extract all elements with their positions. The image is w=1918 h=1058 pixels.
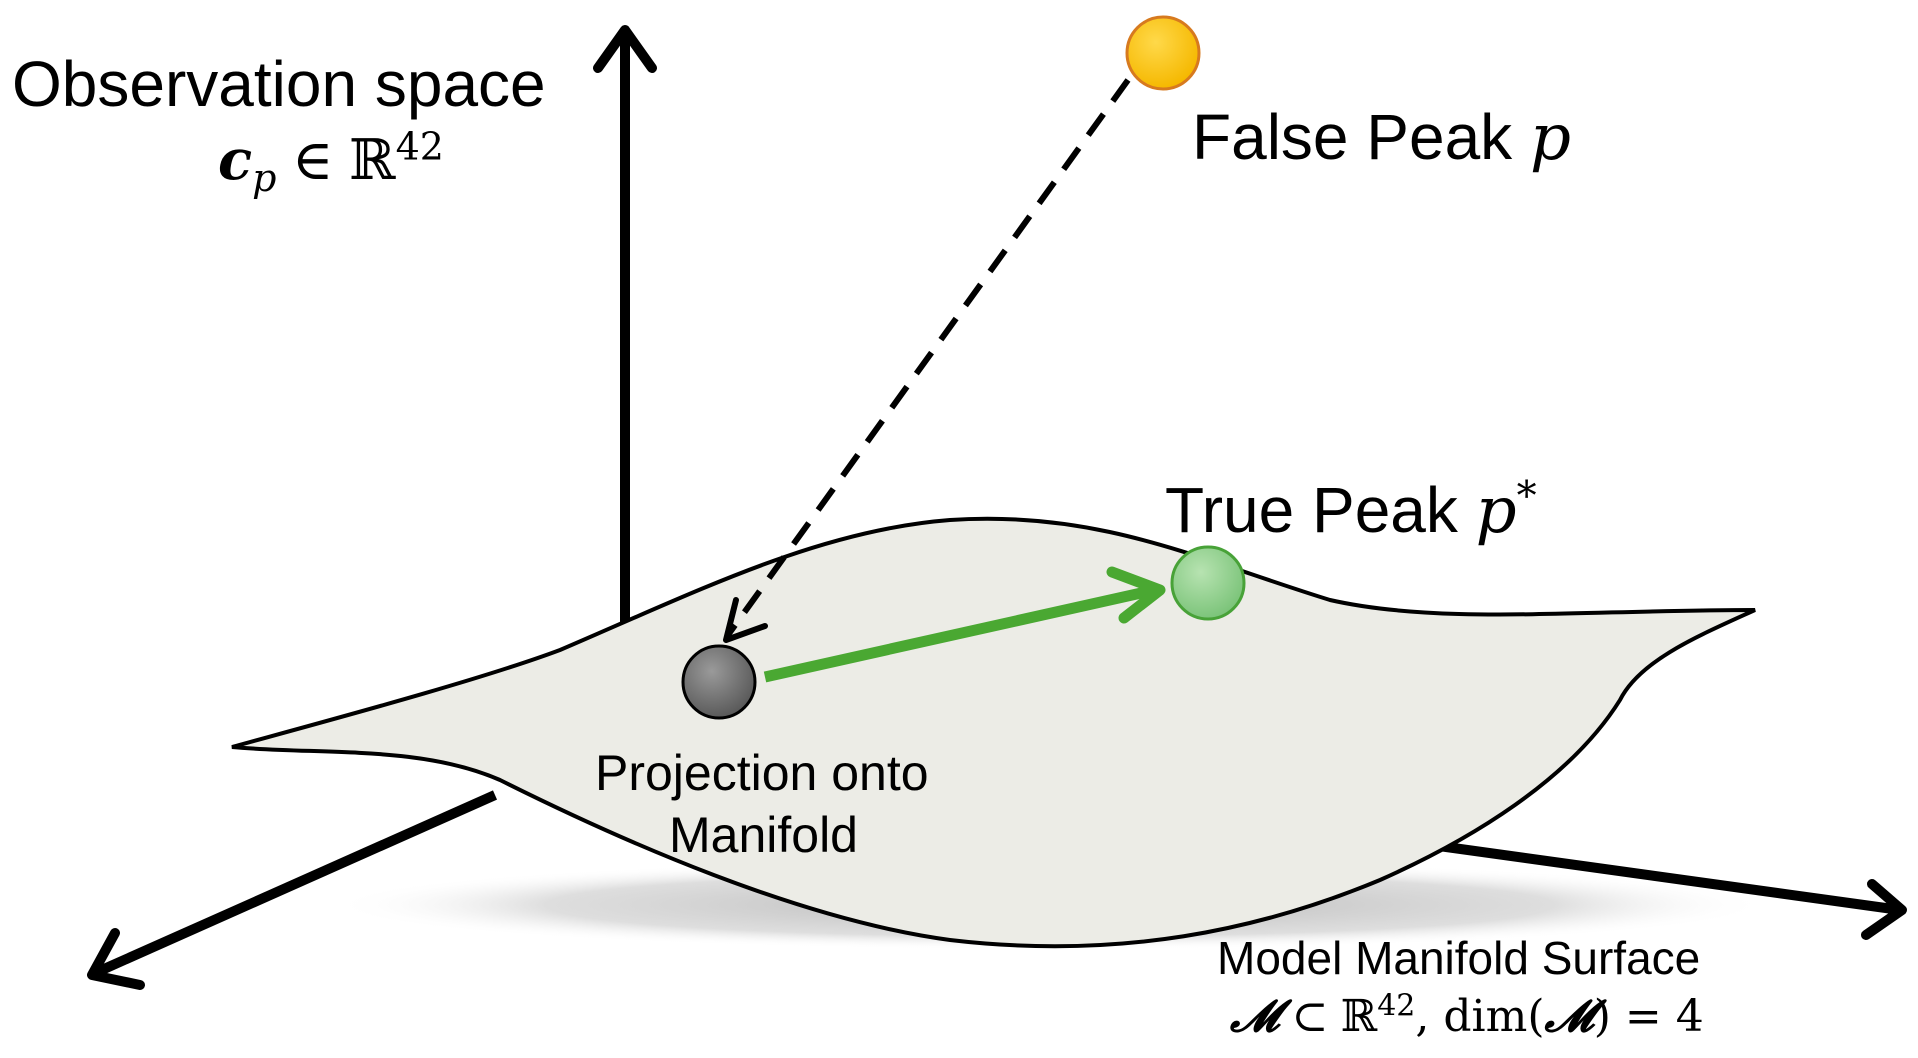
true-peak-superscript: * xyxy=(1516,473,1537,520)
dim-close-text: ) = 4 xyxy=(1593,991,1704,1042)
real-space-exponent: 42 xyxy=(395,124,444,169)
projection-label-line2: Manifold xyxy=(669,807,858,863)
projection-dashed-arrow xyxy=(723,78,1131,643)
projection-label-line1: Projection onto xyxy=(595,745,929,801)
true-peak-point xyxy=(1170,545,1246,621)
true-peak-text: True Peak xyxy=(1165,474,1458,546)
false-peak-symbol: p xyxy=(1529,101,1571,175)
observation-space-title: Observation space xyxy=(12,48,546,120)
true-peak-label: True Peak p* xyxy=(1165,477,1537,543)
manifold-space-exponent: 42 xyxy=(1377,988,1416,1024)
manifold-symbol: 𝓜 xyxy=(1230,991,1280,1042)
vertical-axis xyxy=(593,25,657,640)
element-of-symbol: ∈ xyxy=(292,128,334,193)
projection-point xyxy=(681,644,757,720)
left-axis xyxy=(87,790,498,990)
dim-text: , dim( xyxy=(1415,991,1545,1042)
false-peak-point xyxy=(1125,15,1201,91)
false-peak-text: False Peak xyxy=(1192,101,1513,173)
manifold-space-symbol: ℝ xyxy=(1340,991,1378,1042)
manifold-title: Model Manifold Surface xyxy=(1217,932,1701,984)
observation-space-formula: cp ∈ ℝ42 xyxy=(218,127,444,197)
vector-subscript: p xyxy=(252,156,277,201)
manifold-symbol-inner: 𝓜 xyxy=(1544,991,1594,1042)
vector-symbol: c xyxy=(218,127,253,193)
right-axis xyxy=(1409,837,1907,940)
false-peak-label: False Peak p xyxy=(1192,105,1571,170)
manifold-formula: 𝓜 ⊂ ℝ42, dim(𝓜) = 4 xyxy=(1230,991,1704,1039)
real-space-symbol: ℝ xyxy=(349,128,396,193)
true-peak-symbol: p xyxy=(1475,474,1517,548)
subset-symbol: ⊂ xyxy=(1291,991,1329,1042)
correction-arrow xyxy=(763,566,1166,683)
model-manifold-surface xyxy=(231,516,1756,949)
